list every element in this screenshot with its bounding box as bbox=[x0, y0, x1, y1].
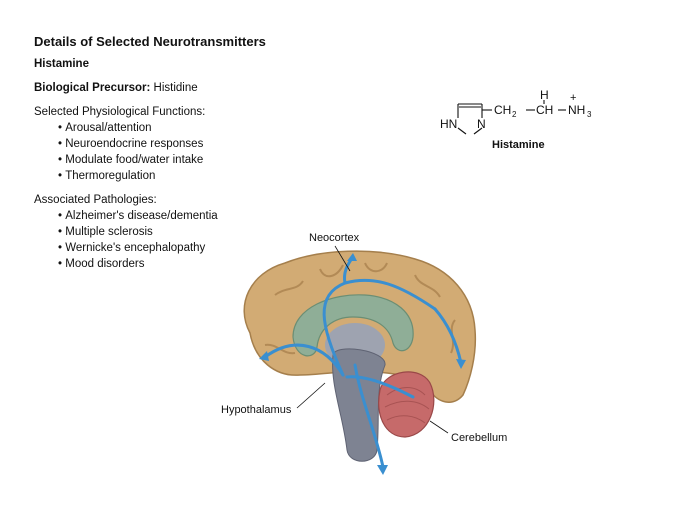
hypothalamus-label: Hypothalamus bbox=[221, 404, 292, 416]
page-title: Details of Selected Neurotransmitters bbox=[34, 34, 266, 49]
list-item: Multiple sclerosis bbox=[58, 224, 218, 240]
cerebellum-label: Cerebellum bbox=[451, 432, 508, 444]
pathway-arrowheads bbox=[259, 253, 466, 475]
list-item: Thermoregulation bbox=[58, 168, 203, 184]
ring-bond bbox=[457, 127, 467, 135]
list-item: Modulate food/water intake bbox=[58, 152, 203, 168]
precursor-value: Histidine bbox=[153, 82, 198, 94]
histamine-pathways bbox=[263, 255, 463, 469]
callout-lines bbox=[296, 245, 449, 434]
structure-name: Histamine bbox=[492, 139, 545, 151]
brain-sagittal-illustration bbox=[243, 245, 477, 475]
list-item: Arousal/attention bbox=[58, 120, 203, 136]
list-item: Wernicke's encephalopathy bbox=[58, 240, 218, 256]
list-item: Mood disorders bbox=[58, 256, 218, 272]
ring-n-label: N bbox=[477, 117, 486, 131]
neocortex-label: Neocortex bbox=[309, 232, 360, 244]
ch2-subscript: 2 bbox=[512, 110, 517, 119]
nh3-label: NH bbox=[568, 103, 585, 117]
precursor-line: Biological Precursor: Histidine bbox=[34, 82, 198, 94]
section-subtitle: Histamine bbox=[34, 58, 89, 70]
cerebellum-folia bbox=[384, 387, 430, 424]
functions-heading: Selected Physiological Functions: bbox=[34, 106, 206, 118]
pathologies-list: Alzheimer's disease/dementia Multiple sc… bbox=[58, 208, 218, 272]
hydrogen-label: H bbox=[540, 90, 549, 102]
charge-label: + bbox=[570, 92, 576, 104]
nh3-subscript: 3 bbox=[587, 110, 592, 119]
histamine-structure-diagram: HN N CH 2 CH H NH 3 + bbox=[440, 90, 592, 135]
ch-label: CH bbox=[536, 103, 553, 117]
ring-bond bbox=[473, 127, 483, 135]
cerebellum-shape bbox=[378, 371, 435, 438]
precursor-label: Biological Precursor: bbox=[34, 82, 151, 94]
list-item: Neuroendocrine responses bbox=[58, 136, 203, 152]
ring-hn-label: HN bbox=[440, 117, 457, 131]
functions-list: Arousal/attention Neuroendocrine respons… bbox=[58, 120, 203, 184]
ch2-label: CH bbox=[494, 103, 511, 117]
list-item: Alzheimer's disease/dementia bbox=[58, 208, 217, 224]
pathologies-heading: Associated Pathologies: bbox=[34, 194, 157, 206]
